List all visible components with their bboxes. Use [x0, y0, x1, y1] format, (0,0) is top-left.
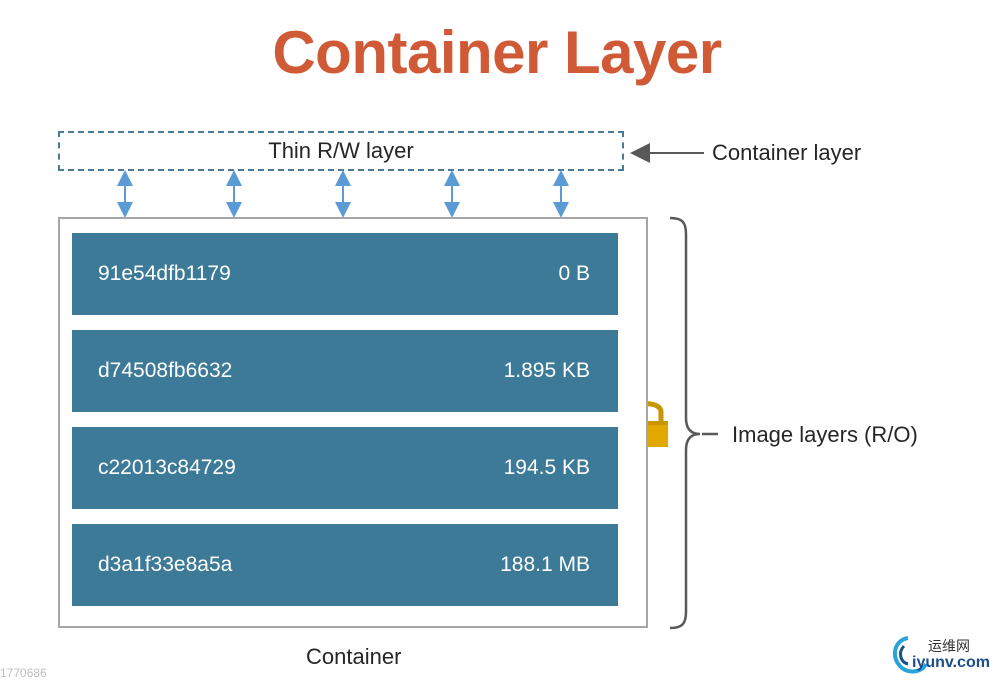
page-title: Container Layer: [272, 19, 722, 86]
container-label: Container: [306, 644, 402, 669]
image-layer: 91e54dfb1179 0 B: [72, 233, 618, 315]
watermark-number: 1770686: [0, 666, 47, 680]
container-box: 91e54dfb1179 0 B d74508fb6632 1.895 KB c…: [58, 217, 648, 628]
layer-id: 91e54dfb1179: [98, 262, 231, 285]
logo-en-text: iyunv.com: [912, 654, 990, 671]
layer-id: d74508fb6632: [98, 359, 233, 382]
image-layers-callout: Image layers (R/O): [732, 422, 918, 447]
logo-swirl-icon: [892, 636, 928, 674]
logo-cn-text: 运维网: [928, 639, 970, 655]
layer-size: 194.5 KB: [503, 456, 590, 479]
image-layer: d74508fb6632 1.895 KB: [72, 330, 618, 412]
layer-size: 0 B: [558, 262, 590, 285]
layer-id: d3a1f33e8a5a: [98, 553, 233, 576]
layer-size: 188.1 MB: [500, 553, 590, 576]
thin-rw-layer-label: Thin R/W layer: [268, 138, 414, 163]
layer-size: 1.895 KB: [503, 359, 590, 382]
layer-id: c22013c84729: [98, 456, 236, 479]
image-layer: d3a1f33e8a5a 188.1 MB: [72, 524, 618, 606]
container-layer-callout: Container layer: [712, 140, 862, 165]
image-layer: c22013c84729 194.5 KB: [72, 427, 618, 509]
brace-icon: [669, 216, 701, 630]
